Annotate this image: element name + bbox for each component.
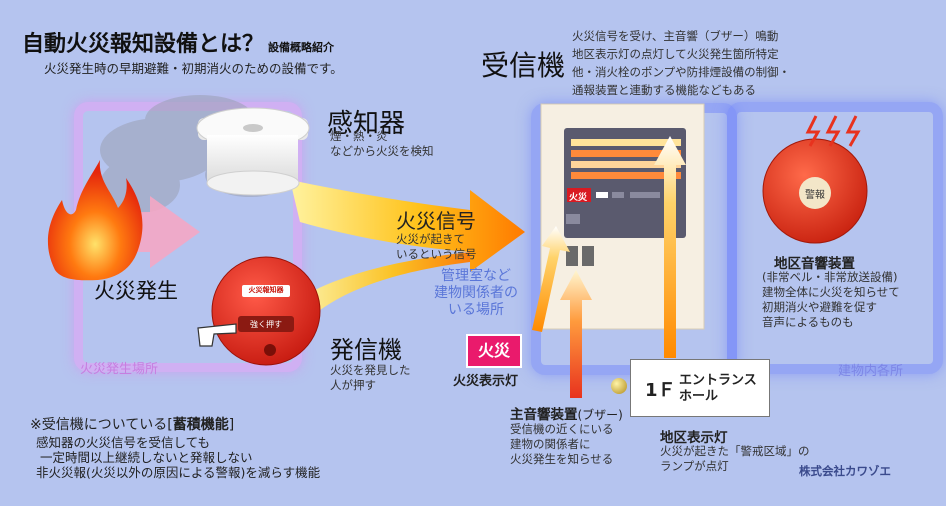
transmitter-desc-line: 火災を発見した bbox=[330, 363, 411, 377]
receiver-desc-line: 火災信号を受け、主音響（ブザー）鳴動 bbox=[572, 29, 779, 43]
bell-desc-line: 建物全体に火災を知らせて bbox=[762, 285, 900, 299]
smoke-detector-icon bbox=[196, 107, 310, 196]
room-note-line: いる場所 bbox=[448, 302, 504, 318]
signal-desc-line: いるという信号 bbox=[396, 247, 477, 261]
transmitter-plate: 火災報知器 bbox=[248, 286, 284, 294]
buzzer-desc-line: 建物の関係者に bbox=[510, 437, 591, 451]
panel-fire-text: 火災 bbox=[569, 193, 588, 203]
receiver-desc-line: 地区表示灯の点灯して火災発生箇所特定 bbox=[572, 47, 779, 61]
page-title: 自動火災報知設備とは？設備概略紹介 bbox=[22, 26, 334, 58]
fire-place-zone-label: 火災発生場所 bbox=[80, 362, 159, 377]
transmitter-box-icon bbox=[211, 256, 321, 366]
detector-desc: 煙・熱・炎 などから火災を検知 bbox=[330, 129, 480, 159]
detector-desc-line: などから火災を検知 bbox=[330, 144, 434, 158]
area-lamp-desc: 火災が起きた「警戒区域」の ランプが点灯 bbox=[660, 444, 810, 474]
fire-display-arrow bbox=[532, 226, 570, 332]
area-lamp-name: エントランス ホール bbox=[679, 373, 757, 405]
pointing-hand-icon bbox=[197, 323, 237, 347]
room-note-line: 建物関係者の bbox=[434, 285, 518, 301]
area-lamp-name-line: ホール bbox=[679, 389, 719, 404]
room-note-line: 管理室など bbox=[441, 268, 511, 284]
receiver-desc-line: 通報装置と連動する機能などもある bbox=[572, 83, 756, 97]
area-lamp-name-line: エントランス bbox=[679, 373, 757, 388]
transmitter-signal-arrow bbox=[300, 252, 470, 318]
page-subtitle: 火災発生時の早期避難・初期消火のための設備です。 bbox=[44, 61, 343, 76]
accumulation-line: 感知器の火災信号を受信しても bbox=[36, 435, 211, 450]
signal-desc-line: 火災が起きて bbox=[396, 232, 465, 246]
bell-face-text: 警報 bbox=[805, 190, 825, 201]
area-lamp-desc-line: ランプが点灯 bbox=[660, 459, 729, 473]
buzzer-desc: 受信機の近くにいる 建物の関係者に 火災発生を知らせる bbox=[510, 422, 630, 467]
fire-label: 火災発生 bbox=[94, 279, 178, 303]
transmitter-desc: 火災を発見した 人が押す bbox=[330, 363, 440, 393]
title-text: 自動火災報知設備とは？ bbox=[22, 32, 265, 57]
transmitter-button: 強く押す bbox=[250, 320, 282, 329]
detector-signal-arrow bbox=[290, 180, 525, 272]
bell-desc-line: (非常ベル・非常放送設備) bbox=[762, 270, 898, 284]
receiver-desc-line: 他・消火栓のポンプや防排煙設備の制御・ bbox=[572, 65, 791, 79]
accumulation-line: 一定時間以上継続しないと発報しない bbox=[40, 450, 253, 465]
area-lamp-title: 地区表示灯 bbox=[660, 430, 728, 446]
fire-display-badge: 火災 bbox=[466, 334, 522, 368]
area-lamp-panel: 1Ｆ エントランス ホール bbox=[630, 359, 770, 417]
alarm-bell-icon bbox=[762, 115, 868, 244]
signal-title: 火災信号 bbox=[396, 209, 476, 233]
detector-desc-line: 煙・熱・炎 bbox=[330, 129, 388, 143]
area-lamp-desc-line: 火災が起きた「警戒区域」の bbox=[660, 444, 810, 458]
transmitter-desc-line: 人が押す bbox=[330, 378, 376, 392]
building-zone-label: 建物内各所 bbox=[838, 364, 904, 379]
transmitter-title: 発信機 bbox=[330, 336, 402, 364]
buzzer-title-paren: (ブザー) bbox=[577, 408, 623, 422]
fire-display-label: 火災表示灯 bbox=[453, 374, 519, 389]
signal-desc: 火災が起きて いるという信号 bbox=[396, 232, 506, 262]
accumulation-bold: 蓄積機能 bbox=[172, 417, 229, 433]
bell-title: 地区音響装置 bbox=[774, 256, 855, 272]
company-name: 株式会社カワゾエ bbox=[799, 464, 891, 478]
management-room-note: 管理室など 建物関係者の いる場所 bbox=[426, 268, 526, 319]
bell-desc-line: 音声によるものも bbox=[762, 315, 854, 329]
fire-flame-icon bbox=[47, 160, 143, 281]
accumulation-prefix: ※受信機についている[ bbox=[30, 417, 173, 433]
accumulation-line: 非火災報(火災以外の原因による警報)を減らす機能 bbox=[36, 465, 321, 480]
buzzer-desc-line: 火災発生を知らせる bbox=[510, 452, 614, 466]
area-lamp-icon bbox=[611, 378, 627, 394]
accumulation-desc: 感知器の火災信号を受信しても 一定時間以上継続しないと発報しない 非火災報(火災… bbox=[36, 435, 320, 480]
buzzer-title-main: 主音響装置 bbox=[510, 407, 578, 423]
buzzer-desc-line: 受信機の近くにいる bbox=[510, 422, 614, 436]
accumulation-heading: ※受信機についている[蓄積機能] bbox=[30, 414, 234, 434]
receiver-title: 受信機 bbox=[481, 49, 566, 82]
receiver-lamp-rows bbox=[571, 139, 681, 179]
area-lamp-arrow bbox=[654, 136, 686, 358]
buzzer-arrow bbox=[560, 270, 592, 398]
detector-title: 感知器 bbox=[327, 109, 406, 139]
building-zone bbox=[727, 102, 943, 374]
bell-desc-line: 初期消火や避難を促す bbox=[762, 300, 877, 314]
receiver-desc: 火災信号を受け、主音響（ブザー）鳴動 地区表示灯の点灯して火災発生箇所特定 他・… bbox=[572, 27, 832, 99]
buzzer-title: 主音響装置(ブザー) bbox=[510, 403, 623, 423]
accumulation-suffix: ] bbox=[228, 417, 235, 433]
title-suffix: 設備概略紹介 bbox=[268, 41, 335, 54]
area-lamp-floor: 1Ｆ bbox=[645, 380, 676, 401]
bell-desc: (非常ベル・非常放送設備) 建物全体に火災を知らせて 初期消火や避難を促す 音声… bbox=[762, 270, 922, 330]
